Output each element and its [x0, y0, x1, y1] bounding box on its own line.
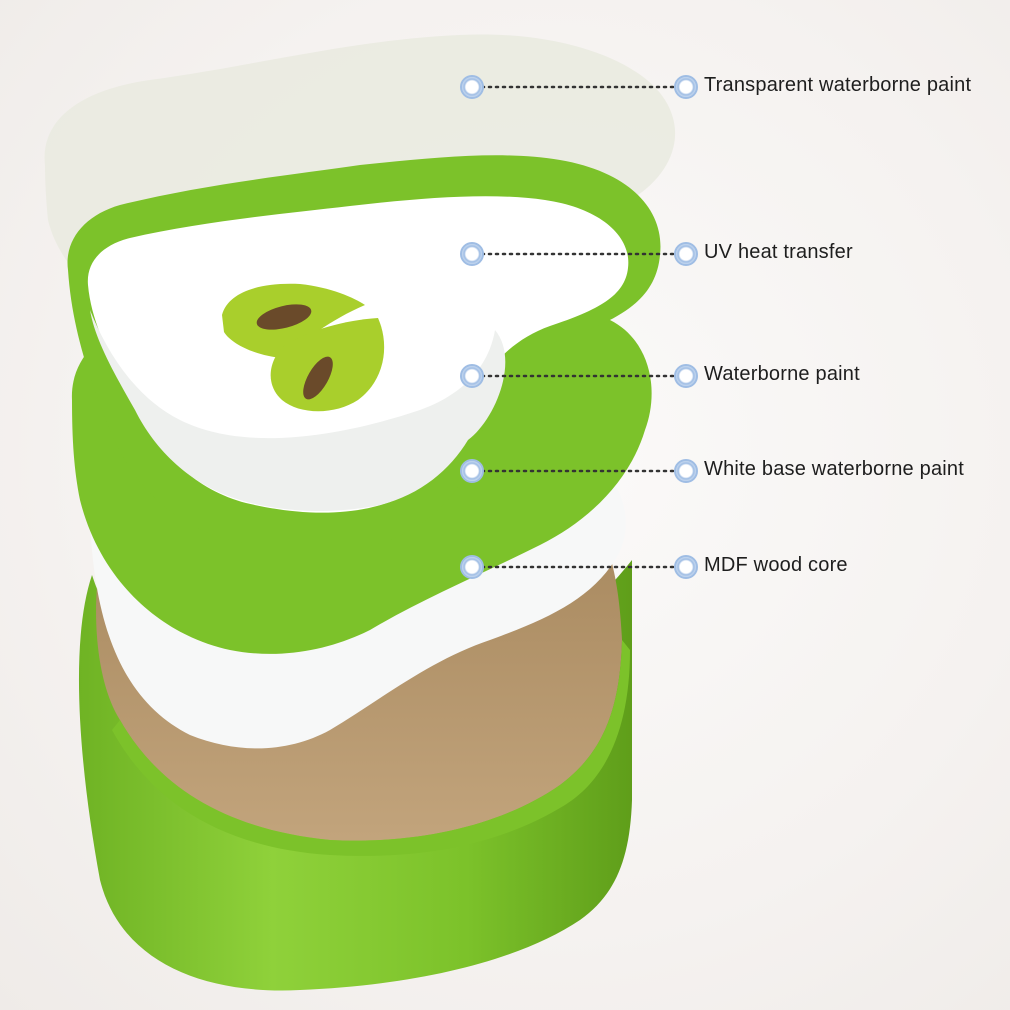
label-white-base-waterborne-paint: White base waterborne paint	[704, 458, 964, 480]
label-mdf-wood-core: MDF wood core	[704, 554, 848, 576]
marker-end-3	[674, 364, 698, 388]
marker-start-2	[460, 242, 484, 266]
marker-start-5	[460, 555, 484, 579]
callout-lines	[480, 85, 678, 569]
label-transparent-waterborne-paint: Transparent waterborne paint	[704, 74, 972, 96]
marker-end-5	[674, 555, 698, 579]
label-waterborne-paint: Waterborne paint	[704, 363, 860, 385]
marker-end-4	[674, 459, 698, 483]
label-uv-heat-transfer: UV heat transfer	[704, 241, 853, 263]
marker-end-1	[674, 75, 698, 99]
marker-end-2	[674, 242, 698, 266]
pear-seed-left	[222, 283, 365, 358]
marker-start-3	[460, 364, 484, 388]
callout-markers	[460, 75, 698, 579]
marker-start-1	[460, 75, 484, 99]
marker-start-4	[460, 459, 484, 483]
pear-seed-right	[270, 318, 385, 412]
